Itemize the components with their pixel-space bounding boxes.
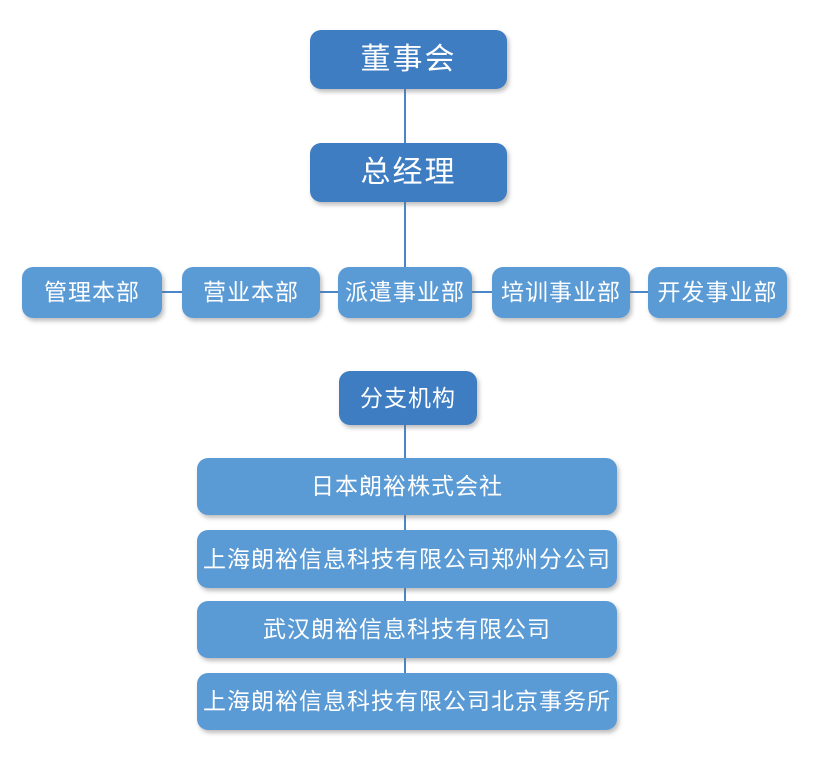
node-branch-wuhan: 武汉朗裕信息科技有限公司 xyxy=(197,601,617,658)
node-branch-organizations-label: 分支机构 xyxy=(360,384,456,411)
node-general-manager-label: 总经理 xyxy=(360,155,457,189)
node-branch-wuhan-label: 武汉朗裕信息科技有限公司 xyxy=(263,616,551,642)
node-branch-zhengzhou-label: 上海朗裕信息科技有限公司郑州分公司 xyxy=(203,545,611,572)
node-board-of-directors-label: 董事会 xyxy=(360,42,457,76)
node-branch-zhengzhou: 上海朗裕信息科技有限公司郑州分公司 xyxy=(197,530,617,588)
node-branch-beijing-label: 上海朗裕信息科技有限公司北京事务所 xyxy=(203,688,611,714)
node-sales-hq-label: 营业本部 xyxy=(203,279,299,305)
connector-gm-to-departments xyxy=(404,202,406,267)
node-training-division: 培训事业部 xyxy=(492,267,630,318)
node-management-hq: 管理本部 xyxy=(22,267,162,318)
connector-board-to-gm xyxy=(404,89,406,143)
node-general-manager: 总经理 xyxy=(310,143,507,202)
node-dispatch-division-label: 派遣事业部 xyxy=(345,279,465,305)
node-dispatch-division: 派遣事业部 xyxy=(338,267,472,318)
node-branch-japan-label: 日本朗裕株式会社 xyxy=(311,473,503,499)
node-branch-organizations: 分支机构 xyxy=(339,371,477,425)
node-branch-japan: 日本朗裕株式会社 xyxy=(197,458,617,515)
connector-dept-3-4 xyxy=(472,291,492,293)
node-development-division: 开发事业部 xyxy=(648,267,787,318)
node-board-of-directors: 董事会 xyxy=(310,30,507,89)
node-sales-hq: 营业本部 xyxy=(182,267,320,318)
node-development-division-label: 开发事业部 xyxy=(657,279,778,305)
connector-dept-4-5 xyxy=(630,291,648,293)
node-branch-beijing: 上海朗裕信息科技有限公司北京事务所 xyxy=(197,673,617,730)
connector-dept-2-3 xyxy=(320,291,338,293)
connector-dept-1-2 xyxy=(162,291,182,293)
node-training-division-label: 培训事业部 xyxy=(501,279,621,305)
node-management-hq-label: 管理本部 xyxy=(44,279,140,305)
